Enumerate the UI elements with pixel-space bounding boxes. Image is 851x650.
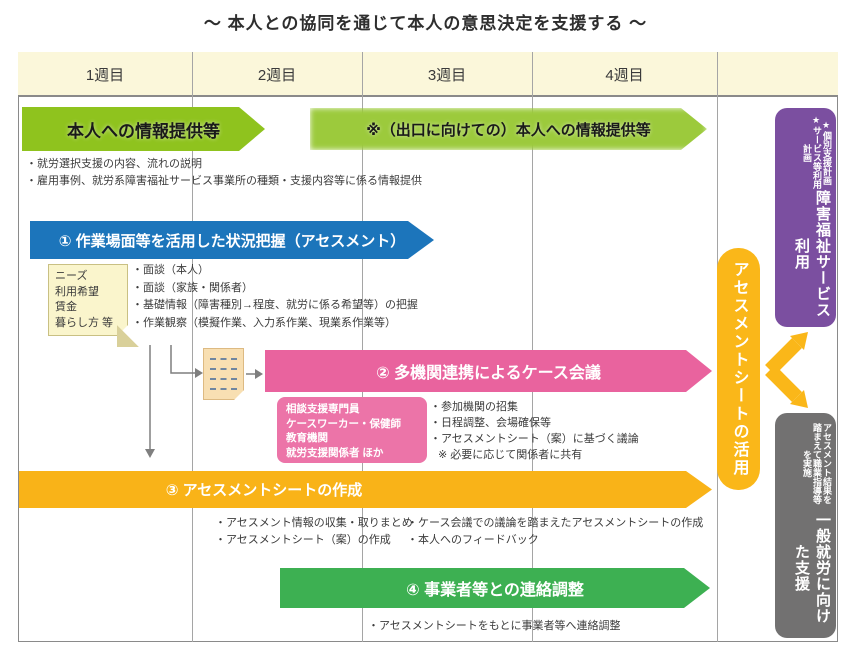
bullet-line: ・就労選択支援の内容、流れの説明 — [26, 158, 202, 170]
assessment-sheet-use-bar: アセスメントシートの活用 — [717, 248, 760, 490]
header-week-3: 3週目 — [427, 67, 467, 84]
bullet-line: ・雇用事例、就労系障害福祉サービス事業所の種類・支援内容等に係る情報提供 — [26, 175, 422, 187]
info-provision-label: 本人への情報提供等 — [67, 121, 220, 141]
note-line: 利用希望 — [55, 285, 99, 298]
participant-line: 相談支援専門員 — [286, 403, 360, 415]
page-title: ～ 本人との協同を通じて本人の意思決定を支援する ～ — [203, 14, 648, 33]
bullet-line: ・日程調整、会場確保等 — [430, 417, 551, 429]
bullet-line: ・面談（本人） — [132, 264, 209, 276]
doc-line — [210, 388, 237, 390]
bullet-line: ・作業観察（模擬作業、入力系作業、現業系作業等） — [132, 316, 396, 329]
step2-bullets: ・参加機関の招集 ・日程調整、会場確保等 ・アセスメントシート（案）に基づく議論… — [430, 399, 639, 463]
bullet-line: ・アセスメントシート（案）の作成 — [215, 534, 391, 546]
needs-sticky-note: ニーズ 利用希望 賃金 暮らし方 等 — [48, 264, 128, 336]
bullet-line: ・面談（家族・関係者） — [132, 281, 253, 294]
note-line: 暮らし方 等 — [55, 316, 114, 329]
step4-bullet: ・アセスメントシートをもとに事業者等へ連絡調整 — [368, 620, 621, 632]
exit-info-label: ※（出口に向けての）本人への情報提供等 — [366, 121, 651, 139]
general-employment-notes: アセスメント結果を 踏まえて職業指導等を実施 — [778, 421, 832, 505]
branch-chevron-arrow — [765, 332, 808, 408]
assessment-sheet-icon — [203, 348, 244, 400]
general-employment-title: 一般就労に向けた支援 — [793, 511, 831, 624]
column-divider — [532, 52, 533, 642]
participant-line: 教育機関 — [286, 432, 328, 444]
step1-bullets: ・面談（本人） ・面談（家族・関係者） ・基礎情報（障害種別→程度、就労に係る希… — [132, 262, 418, 332]
note-line: ★サービス等利用計画 — [802, 116, 822, 190]
doc-line — [210, 368, 237, 370]
column-divider — [362, 52, 363, 642]
step1-label: ① 作業場面等を活用した状況把握（アセスメント） — [58, 232, 406, 250]
header-week-4: 4週目 — [605, 67, 644, 84]
step3-label: ③ アセスメントシートの作成 — [165, 482, 363, 499]
step3-arrow: ③ アセスメントシートの作成 — [19, 471, 712, 508]
flow-connector-lines — [145, 345, 263, 458]
doc-line — [210, 358, 237, 360]
note-line: ニーズ — [55, 270, 88, 282]
welfare-service-box: 障害福祉サービス利用 ★個別支援計画 ★サービス等利用計画 — [775, 108, 836, 327]
step3-bullets-right: ・ケース会議での議論を踏まえたアセスメントシートの作成 ・本人へのフィードバック — [407, 515, 703, 549]
welfare-service-notes: ★個別支援計画 ★サービス等利用計画 — [778, 116, 832, 190]
bullet-line: ・アセスメント情報の収集・取りまとめ — [215, 517, 413, 529]
step1-arrow: ① 作業場面等を活用した状況把握（アセスメント） — [30, 221, 434, 259]
assessment-sheet-use-label: アセスメントシートの活用 — [730, 261, 748, 477]
note-fold-corner — [117, 325, 139, 347]
info-provision-arrow: 本人への情報提供等 — [22, 107, 265, 151]
general-employment-box: 一般就労に向けた支援 アセスメント結果を 踏まえて職業指導等を実施 — [775, 413, 836, 638]
participant-line: ケースワーカー・保健師 — [286, 417, 401, 430]
bullet-line: ・参加機関の招集 — [430, 401, 518, 413]
step2-arrow: ② 多機関連携によるケース会議 — [265, 350, 712, 392]
bullet-line: ・アセスメントシート（案）に基づく議論 — [430, 433, 639, 445]
note-line: 賃金 — [55, 301, 77, 313]
note-line: 踏まえて職業指導等を実施 — [802, 422, 822, 504]
step3-bullets-left: ・アセスメント情報の収集・取りまとめ ・アセスメントシート（案）の作成 — [215, 515, 413, 549]
column-divider — [192, 52, 193, 642]
note-line: ★個別支援計画 — [822, 120, 832, 185]
exit-info-arrow: ※（出口に向けての）本人への情報提供等 — [310, 108, 707, 150]
note-line: アセスメント結果を — [822, 422, 832, 504]
timeline-header-row — [18, 52, 838, 97]
participant-line: 就労支援関係者 ほか — [286, 446, 384, 459]
doc-line — [210, 378, 237, 380]
step2-label: ② 多機関連携によるケース会議 — [376, 365, 601, 382]
bullet-line: ・ケース会議での議論を踏まえたアセスメントシートの作成 — [407, 517, 704, 529]
welfare-service-title: 障害福祉サービス利用 — [793, 190, 831, 319]
header-week-2: 2週目 — [257, 67, 297, 84]
info-provision-bullets: ・就労選択支援の内容、流れの説明 ・雇用事例、就労系障害福祉サービス事業所の種類… — [26, 156, 422, 190]
header-week-1: 1週目 — [85, 67, 125, 84]
bullet-line: ・基礎情報（障害種別→程度、就労に係る希望等）の把握 — [132, 299, 418, 311]
step4-label: ④ 事業者等との連絡調整 — [406, 582, 584, 599]
bullet-line: ※ 必要に応じて関係者に共有 — [438, 449, 583, 461]
bullet-line: ・本人へのフィードバック — [407, 534, 539, 546]
step4-arrow: ④ 事業者等との連絡調整 — [280, 568, 710, 608]
step2-participants-box: 相談支援専門員 ケースワーカー・保健師 教育機関 就労支援関係者 ほか — [277, 397, 427, 463]
